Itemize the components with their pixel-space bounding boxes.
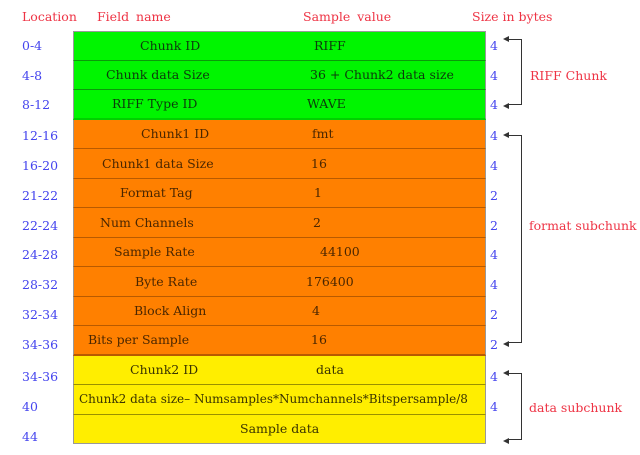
riff-chunk-bracket [503,35,522,109]
table-row: Chunk1 ID fmt [73,119,486,149]
sample-value-cell: fmt [312,126,334,142]
format-subchunk-bracket [503,131,522,347]
size-label: 4 [490,399,498,414]
size-label: 2 [490,188,498,203]
sample-value-cell: 176400 [306,273,354,289]
field-name-cell: Chunk2 data size– Numsamples*Numchannels… [79,392,468,407]
field-name-cell: Chunk1 data Size [102,155,214,171]
sample-value-cell: 16 [311,332,327,348]
field-name-cell: Chunk1 ID [141,126,210,142]
location-label: 12-16 [22,128,59,143]
header-location: Location [22,9,77,24]
location-label: 0-4 [22,38,43,53]
table-row: Sample Rate 44100 [73,237,486,267]
table-row: RIFF Type ID WAVE [73,90,486,120]
field-name-cell: Format Tag [120,185,193,201]
size-label: 4 [490,158,498,173]
field-name-cell: Block Align [134,303,207,319]
field-name-cell: Num Channels [100,214,194,230]
table-row: Byte Rate 176400 [73,267,486,297]
data-subchunk-label: data subchunk [529,400,623,415]
header-field-name: Field name [97,9,171,24]
location-label: 44 [22,429,38,444]
arrow-left-icon [503,131,509,138]
arrow-left-icon [503,369,509,376]
field-name-cell: Chunk2 ID [130,362,199,378]
sample-value-cell: 44100 [320,244,360,260]
arrow-left-icon [503,35,509,42]
table-row: Chunk data Size 36 + Chunk2 data size [73,60,486,90]
field-name-cell: Sample data [240,421,320,437]
sample-value-cell: 2 [313,214,321,230]
table-row: Bits per Sample 16 [73,326,486,356]
sample-value-cell: 1 [314,185,322,201]
field-name-cell: Byte Rate [135,273,198,289]
size-label: 4 [490,369,498,384]
size-label: 4 [490,277,498,292]
location-label: 34-36 [22,369,59,384]
location-label: 34-36 [22,337,59,352]
arrow-left-icon [503,340,509,347]
location-label: 21-22 [22,188,59,203]
sample-value-cell: WAVE [307,96,346,112]
table-row: Format Tag 1 [73,178,486,208]
size-label: 4 [490,247,498,262]
location-label: 16-20 [22,158,59,173]
size-label: 4 [490,97,498,112]
header-size-in-bytes: Size in bytes [472,9,553,24]
wav-header-table: Chunk ID RIFF Chunk data Size 36 + Chunk… [73,31,486,444]
field-name-cell: Chunk ID [140,38,201,54]
location-label: 4-8 [22,68,43,83]
sample-value-cell: 36 + Chunk2 data size [310,67,454,83]
table-row: Block Align 4 [73,296,486,326]
size-label: 4 [490,128,498,143]
table-row: Chunk2 ID data [73,355,486,385]
sample-value-cell: 16 [311,155,327,171]
size-label: 2 [490,218,498,233]
location-label: 22-24 [22,218,59,233]
field-name-cell: Bits per Sample [88,332,190,348]
table-row: Chunk2 data size– Numsamples*Numchannels… [73,385,486,415]
location-label: 28-32 [22,277,59,292]
arrow-left-icon [503,437,509,444]
field-name-cell: Sample Rate [114,244,195,260]
format-subchunk-label: format subchunk [529,218,637,233]
table-row: Chunk1 data Size 16 [73,149,486,179]
location-label: 32-34 [22,307,59,322]
table-row: Chunk ID RIFF [73,31,486,61]
size-label: 2 [490,307,498,322]
table-row: Sample data [73,414,486,444]
size-label: 4 [490,38,498,53]
location-label: 40 [22,399,38,414]
header-sample-value: Sample value [303,9,392,24]
field-name-cell: RIFF Type ID [112,96,198,112]
sample-value-cell: data [316,362,344,378]
field-name-cell: Chunk data Size [106,67,210,83]
riff-chunk-label: RIFF Chunk [530,68,607,83]
sample-value-cell: 4 [312,303,320,319]
arrow-left-icon [503,102,509,109]
table-row: Num Channels 2 [73,208,486,238]
size-label: 2 [490,337,498,352]
sample-value-cell: RIFF [314,38,346,54]
size-label: 4 [490,68,498,83]
data-subchunk-bracket [503,369,522,444]
location-label: 24-28 [22,247,59,262]
location-label: 8-12 [22,97,51,112]
